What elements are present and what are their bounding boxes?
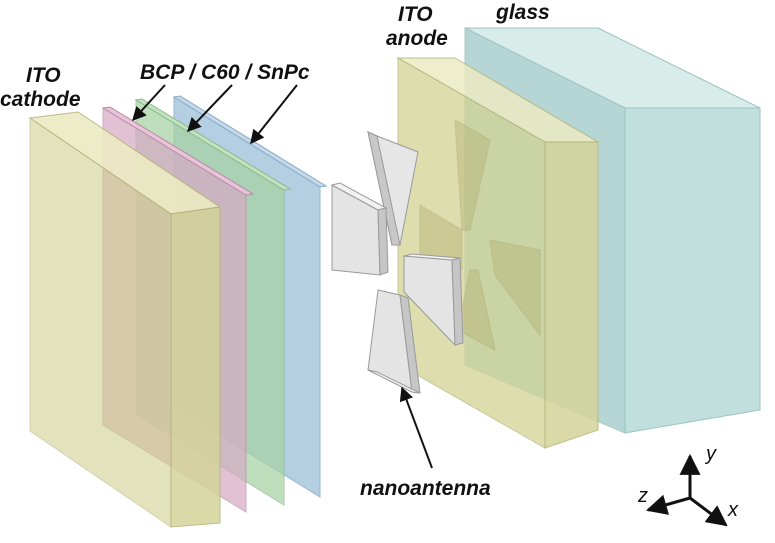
ito-anode-layer [396, 57, 600, 449]
arrow-to-bcp [132, 84, 166, 122]
ito-anode-label-line1: ITO [398, 3, 433, 26]
z-axis-arrow [645, 494, 691, 515]
ito-anode-label-line2: anode [386, 27, 448, 50]
nanoantenna [330, 131, 464, 394]
x-axis-label: x [727, 499, 739, 521]
x-axis-arrow [689, 496, 728, 527]
ito-cathode-layer [28, 111, 222, 528]
arrow-to-antenna [399, 386, 433, 469]
glass-label: glass [495, 1, 550, 24]
y-axis-label: y [704, 443, 717, 465]
antenna-wing-right [403, 253, 464, 347]
ito-cathode-label-line1: ITO [26, 64, 61, 87]
antenna-shadow [419, 119, 541, 351]
nanoantenna-label: nanoantenna [360, 477, 491, 500]
antenna-wing-left [330, 182, 389, 276]
antenna-wing-bottom [367, 289, 421, 394]
arrow-to-c60 [187, 84, 233, 133]
coordinate-axes [645, 453, 728, 527]
pointer-arrows [132, 84, 433, 469]
ito-cathode-label-line2: cathode [0, 88, 81, 111]
stack-label: BCP / C60 / SnPc [140, 61, 310, 84]
z-axis-label: z [637, 485, 648, 507]
arrow-to-snpc [250, 84, 298, 145]
